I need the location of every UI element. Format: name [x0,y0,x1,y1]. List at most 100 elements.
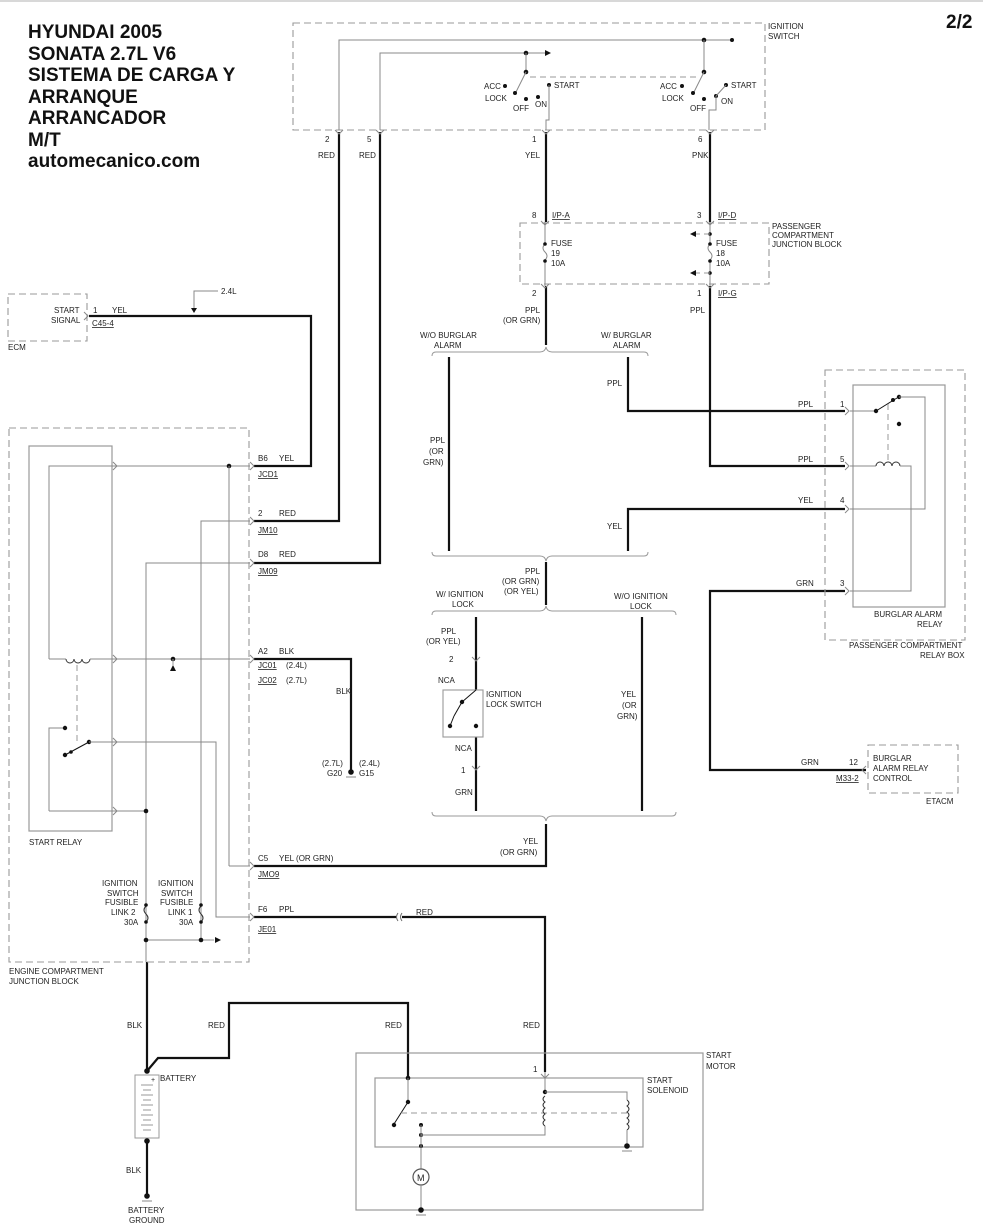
option-bracket [431,811,677,822]
wire-color: (OR GRN) [502,577,540,586]
contact-dot [702,97,706,101]
variant-label: (2.7L) [286,676,307,685]
etacm-function: CONTROL [873,774,913,783]
start-motor: RED RED START MOTOR START SOLENOID 1 M [355,1021,736,1216]
arrow-icon [215,937,221,943]
connector-id: C45-4 [92,319,114,328]
variant-label: (2.7L) [322,759,343,768]
title-line: SONATA 2.7L V6 [28,43,177,65]
start-motor-label: MOTOR [706,1062,736,1071]
fuse-rating: 10A [551,259,566,268]
option-label: ALARM [434,341,462,350]
wire-color: GRN) [423,458,444,467]
pin-number: F6 [258,905,268,914]
switch-pos-label: LOCK [662,94,684,103]
pin-number: 3 [697,211,702,220]
wire-start-signal [186,314,313,468]
internal-line [850,396,926,510]
pcjb-label: JUNCTION BLOCK [772,240,842,249]
pcjb-label: COMPARTMENT [772,231,834,240]
terminal-dot [144,1138,150,1144]
option-bracket [431,605,677,616]
switch-blade [693,71,705,93]
internal-line [461,689,477,703]
ground-id: G20 [327,769,343,778]
passenger-relay-box: BURGLAR ALARM RELAY PASSENGER COMPARTMEN… [796,369,966,660]
switch-pos-label: ACC [660,82,677,91]
pin-number: 5 [367,135,372,144]
pin-number: 6 [698,135,703,144]
fuse-rating: 10A [716,259,731,268]
wire-red-jm09 [254,132,382,565]
connector-id: JM09 [258,567,278,576]
solenoid-label: SOLENOID [647,1086,689,1095]
burglar-relay [852,384,946,608]
connector-id: JC01 [258,661,277,670]
ecm: ECM START SIGNAL 1 YEL C45-4 2.4L [7,287,237,352]
fusible-link-label: SWITCH [107,889,139,898]
connector-ticks [83,129,867,1079]
pin-number: 1 [697,289,702,298]
fuse-icon [707,243,713,261]
fusible-link-label: FUSIBLE [160,898,193,907]
signal-label: SIGNAL [51,316,81,325]
etacm: ETACM BURGLAR ALARM RELAY CONTROL 12 GRN… [801,744,959,806]
pin-number: 1 [532,135,537,144]
ignition-switch-label: IGNITION [768,22,804,31]
title-line: ARRANQUE [28,86,138,108]
connector-id: JC02 [258,676,277,685]
pin-number: 1 [93,306,98,315]
ignition-lock-switch: IGNITION LOCK SWITCH 2 NCA NCA 1 GRN [438,655,542,797]
fusible-link-icon [198,905,204,923]
wire-color: YEL [112,306,128,315]
internal-line [48,465,250,659]
switch-pos-label: ON [535,100,547,109]
terminal-dot [543,242,547,246]
option-label: W/O BURGLAR [420,331,477,340]
start-relay-label: START RELAY [29,838,83,847]
coil-icon [875,461,901,467]
pin-number: 4 [840,496,845,505]
internal-line [89,741,250,918]
coil-icon [65,658,91,664]
connector-id: JE01 [258,925,277,934]
wire-color: YEL [279,454,295,463]
wire-color: BLK [279,647,295,656]
ground-id: G15 [359,769,375,778]
terminal-dot [144,920,148,924]
etacm-function: ALARM RELAY [873,764,929,773]
wire-color: YEL [525,151,541,160]
relay-label: BURGLAR ALARM [874,610,942,619]
fuse-icon [542,243,548,261]
pcjb-box [519,222,770,285]
option-label: W/ IGNITION [436,590,484,599]
switch-pos-label: START [554,81,580,90]
wire-f6-red [402,915,547,1072]
terminal-dot [708,242,712,246]
battery-label: BATTERY [160,1074,197,1083]
ignition-lock-options: W/ IGNITION LOCK W/O IGNITION LOCK PPL (… [426,590,677,857]
ignition-switch: IGNITION SWITCH ACC LOCK OFF ON START [292,22,804,160]
terminal-dot [199,903,203,907]
wire-color: YEL [523,837,539,846]
pin-number: A2 [258,647,268,656]
terminal-dot [708,259,712,263]
pin-number: B6 [258,454,268,463]
option-label: W/O IGNITION [614,592,668,601]
ignition-switch-box [292,22,766,131]
fusible-link-label: FUSIBLE [105,898,138,907]
fuse-label: FUSE [551,239,572,248]
switch-pos-label: LOCK [485,94,507,103]
wire-color: YEL [621,690,637,699]
solenoid-label: START [647,1076,673,1085]
wire-blk-ground [254,657,353,772]
ecjb-label: JUNCTION BLOCK [9,977,79,986]
fusible-link-label: LINK 1 [168,908,193,917]
switch-blade [515,71,527,93]
etacm-function: BURGLAR [873,754,912,763]
wire-red-battery [146,1001,410,1078]
fusible-link-icon [143,905,149,923]
burglar-alarm-options: W/O BURGLAR ALARM W/ BURGLAR ALARM PPL (… [420,331,652,596]
contact-dot [524,97,528,101]
website-link: automecanico.com [28,151,201,172]
